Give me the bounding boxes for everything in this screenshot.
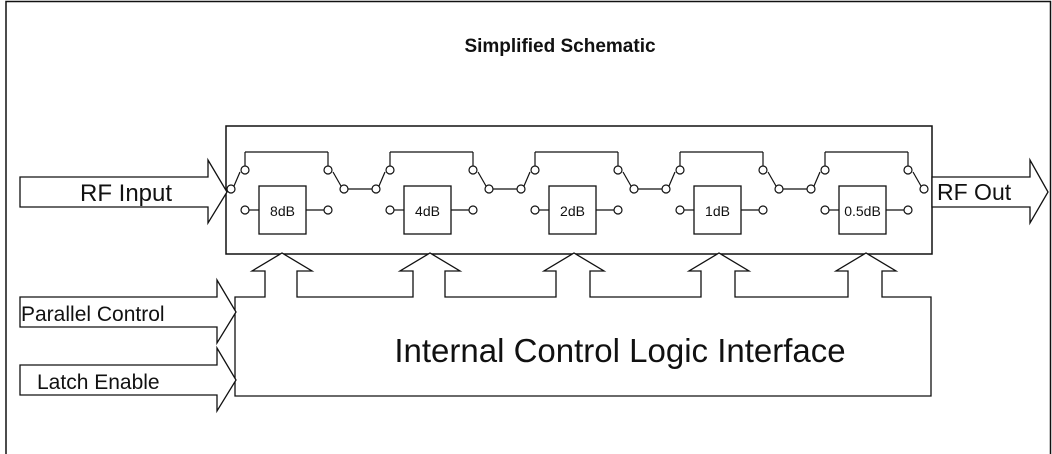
switch-arm (767, 171, 777, 187)
attenuator-pad-label: 4dB (415, 203, 440, 219)
switch-pole (919, 184, 929, 194)
bypass-contact (903, 165, 913, 175)
attenuator-pad (258, 185, 307, 235)
switch-pole (661, 184, 671, 194)
switch-arm (912, 171, 922, 187)
bypass-contact (820, 165, 830, 175)
switch-arm (332, 171, 342, 187)
bypass-contact (468, 165, 478, 175)
attenuator-pad (693, 185, 742, 235)
attenuator-pad-label: 0.5dB (844, 203, 881, 219)
switch-pole (774, 184, 784, 194)
latch-enable-label: Latch Enable (37, 371, 160, 394)
rf-input-label: RF Input (80, 180, 172, 207)
switch-arm (668, 171, 676, 187)
attenuator-pad (548, 185, 597, 235)
pad-contact (530, 205, 540, 215)
switch-pole (339, 184, 349, 194)
bypass-contact (323, 165, 333, 175)
attenuator-pad-label: 1dB (705, 203, 730, 219)
pad-contact (385, 205, 395, 215)
switch-pole (806, 184, 816, 194)
switch-arm (622, 171, 632, 187)
bypass-contact (240, 165, 250, 175)
pad-contact (675, 205, 685, 215)
page-frame (5, 0, 1052, 454)
control-logic-block (234, 252, 932, 397)
switch-arm (477, 171, 487, 187)
parallel-control-arrow (19, 277, 237, 346)
pad-contact (613, 205, 623, 215)
rf-input-arrow (19, 157, 228, 226)
attenuator-pad (403, 185, 452, 235)
pad-contact (240, 205, 250, 215)
bypass-contact (675, 165, 685, 175)
rf-out-arrow (931, 157, 1049, 226)
bypass-contact (758, 165, 768, 175)
switch-pole (484, 184, 494, 194)
switch-pole (226, 184, 236, 194)
bypass-contact (613, 165, 623, 175)
attenuator-pad (838, 185, 887, 235)
pad-contact (903, 205, 913, 215)
pad-contact (323, 205, 333, 215)
attenuator-pad-label: 8dB (270, 203, 295, 219)
switch-arm (523, 171, 531, 187)
attenuator-stages: 8dB 4dB 2dB 1dB 0.5dB (226, 151, 929, 235)
bypass-contact (530, 165, 540, 175)
attenuator-pad-label: 2dB (560, 203, 585, 219)
pad-contact (820, 205, 830, 215)
latch-enable-arrow (19, 345, 237, 414)
switch-pole (516, 184, 526, 194)
pad-contact (758, 205, 768, 215)
diagram-title: Simplified Schematic (464, 36, 656, 57)
rf-out-label: RF Out (937, 179, 1012, 205)
pad-contact (468, 205, 478, 215)
bypass-contact (385, 165, 395, 175)
switch-arm (378, 171, 386, 187)
switch-pole (629, 184, 639, 194)
switch-arm (233, 171, 241, 187)
switch-arm (813, 171, 821, 187)
switch-pole (371, 184, 381, 194)
parallel-control-label: Parallel Control (21, 303, 165, 326)
control-logic-label: Internal Control Logic Interface (394, 332, 845, 369)
